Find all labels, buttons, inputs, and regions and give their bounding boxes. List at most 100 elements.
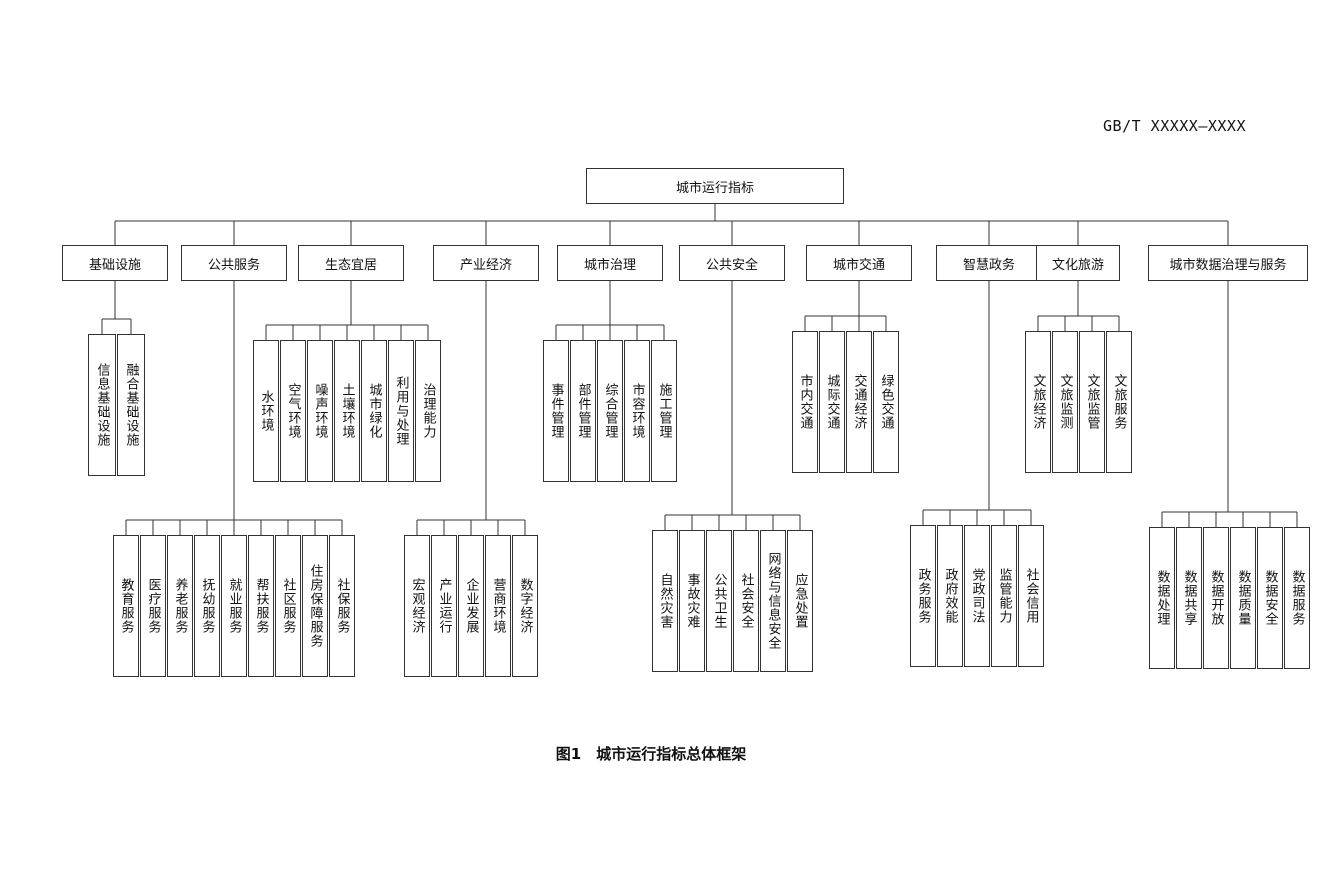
indicator-node: 数据质量 [1230, 527, 1256, 669]
indicator-label: 土壤环境 [339, 383, 355, 439]
indicator-label: 宏观经济 [409, 578, 425, 634]
category-node: 生态宜居 [298, 245, 404, 281]
indicator-node: 帮扶服务 [248, 535, 274, 677]
indicator-node: 信息基础设施 [88, 334, 116, 476]
indicator-node: 治理能力 [415, 340, 441, 482]
indicator-label: 利用与处理 [393, 376, 409, 446]
category-node: 公共服务 [181, 245, 287, 281]
indicator-label: 帮扶服务 [253, 578, 269, 634]
indicator-label: 水环境 [258, 390, 274, 432]
indicator-label: 数据处理 [1154, 570, 1170, 626]
indicator-node: 水环境 [253, 340, 279, 482]
indicator-label: 数据质量 [1235, 570, 1251, 626]
indicator-label: 综合管理 [602, 383, 618, 439]
indicator-node: 宏观经济 [404, 535, 430, 677]
indicator-label: 数据共享 [1181, 570, 1197, 626]
standard-number: GB/T XXXXX—XXXX [1103, 117, 1246, 135]
indicator-node: 市容环境 [624, 340, 650, 482]
indicator-node: 教育服务 [113, 535, 139, 677]
indicator-label: 城市绿化 [366, 383, 382, 439]
indicator-node: 数据安全 [1257, 527, 1283, 669]
indicator-label: 政府效能 [942, 568, 958, 624]
indicator-node: 融合基础设施 [117, 334, 145, 476]
indicator-label: 文旅监管 [1084, 374, 1100, 430]
indicator-label: 数据安全 [1262, 570, 1278, 626]
indicator-node: 数据服务 [1284, 527, 1310, 669]
indicator-node: 养老服务 [167, 535, 193, 677]
indicator-label: 社会安全 [738, 573, 754, 629]
indicator-label: 融合基础设施 [123, 363, 139, 447]
category-node: 城市治理 [557, 245, 663, 281]
indicator-node: 网络与信息安全 [760, 530, 786, 672]
category-label: 智慧政务 [962, 257, 1015, 273]
indicator-label: 公共卫生 [711, 573, 727, 629]
indicator-node: 党政司法 [964, 525, 990, 667]
indicator-label: 文旅监测 [1057, 374, 1073, 430]
category-label: 城市交通 [832, 257, 885, 273]
category-node: 公共安全 [679, 245, 785, 281]
indicator-label: 营商环境 [490, 578, 506, 634]
category-node: 城市交通 [806, 245, 912, 281]
indicator-label: 党政司法 [969, 568, 985, 624]
category-label: 城市数据治理与服务 [1169, 257, 1287, 273]
indicator-node: 市内交通 [792, 331, 818, 473]
indicator-label: 市内交通 [797, 374, 813, 430]
indicator-label: 市容环境 [629, 383, 645, 439]
indicator-label: 空气环境 [285, 383, 301, 439]
indicator-node: 产业运行 [431, 535, 457, 677]
indicator-node: 交通经济 [846, 331, 872, 473]
indicator-label: 住房保障服务 [307, 564, 323, 648]
indicator-label: 就业服务 [226, 578, 242, 634]
indicator-node: 空气环境 [280, 340, 306, 482]
indicator-node: 社区服务 [275, 535, 301, 677]
indicator-label: 绿色交通 [878, 374, 894, 430]
indicator-label: 噪声环境 [312, 383, 328, 439]
indicator-label: 产业运行 [436, 578, 452, 634]
indicator-label: 部件管理 [575, 383, 591, 439]
indicator-node: 政府效能 [937, 525, 963, 667]
indicator-label: 社会信用 [1023, 568, 1039, 624]
indicator-node: 企业发展 [458, 535, 484, 677]
category-label: 生态宜居 [324, 257, 377, 273]
indicator-node: 部件管理 [570, 340, 596, 482]
indicator-node: 综合管理 [597, 340, 623, 482]
category-label: 产业经济 [459, 257, 512, 273]
root-node: 城市运行指标 [586, 168, 844, 204]
indicator-node: 城际交通 [819, 331, 845, 473]
indicator-node: 文旅经济 [1025, 331, 1051, 473]
indicator-label: 事件管理 [548, 383, 564, 439]
indicator-node: 城市绿化 [361, 340, 387, 482]
indicator-node: 土壤环境 [334, 340, 360, 482]
indicator-node: 抚幼服务 [194, 535, 220, 677]
indicator-node: 营商环境 [485, 535, 511, 677]
indicator-node: 政务服务 [910, 525, 936, 667]
indicator-node: 社保服务 [329, 535, 355, 677]
indicator-node: 公共卫生 [706, 530, 732, 672]
indicator-label: 医疗服务 [145, 578, 161, 634]
indicator-label: 事故灾难 [684, 573, 700, 629]
indicator-node: 噪声环境 [307, 340, 333, 482]
indicator-label: 治理能力 [420, 383, 436, 439]
indicator-node: 数字经济 [512, 535, 538, 677]
indicator-node: 社会安全 [733, 530, 759, 672]
category-node: 文化旅游 [1036, 245, 1120, 281]
indicator-node: 应急处置 [787, 530, 813, 672]
indicator-node: 施工管理 [651, 340, 677, 482]
indicator-node: 事件管理 [543, 340, 569, 482]
category-label: 文化旅游 [1051, 257, 1104, 273]
indicator-node: 就业服务 [221, 535, 247, 677]
indicator-label: 信息基础设施 [94, 363, 110, 447]
indicator-node: 住房保障服务 [302, 535, 328, 677]
indicator-label: 应急处置 [792, 573, 808, 629]
indicator-node: 数据处理 [1149, 527, 1175, 669]
indicator-label: 教育服务 [118, 578, 134, 634]
category-label: 公共安全 [705, 257, 758, 273]
category-label: 城市治理 [583, 257, 636, 273]
indicator-node: 利用与处理 [388, 340, 414, 482]
indicator-node: 文旅服务 [1106, 331, 1132, 473]
indicator-label: 文旅服务 [1111, 374, 1127, 430]
indicator-node: 文旅监管 [1079, 331, 1105, 473]
root-label: 城市运行指标 [675, 180, 754, 196]
indicator-label: 抚幼服务 [199, 578, 215, 634]
indicator-node: 社会信用 [1018, 525, 1044, 667]
